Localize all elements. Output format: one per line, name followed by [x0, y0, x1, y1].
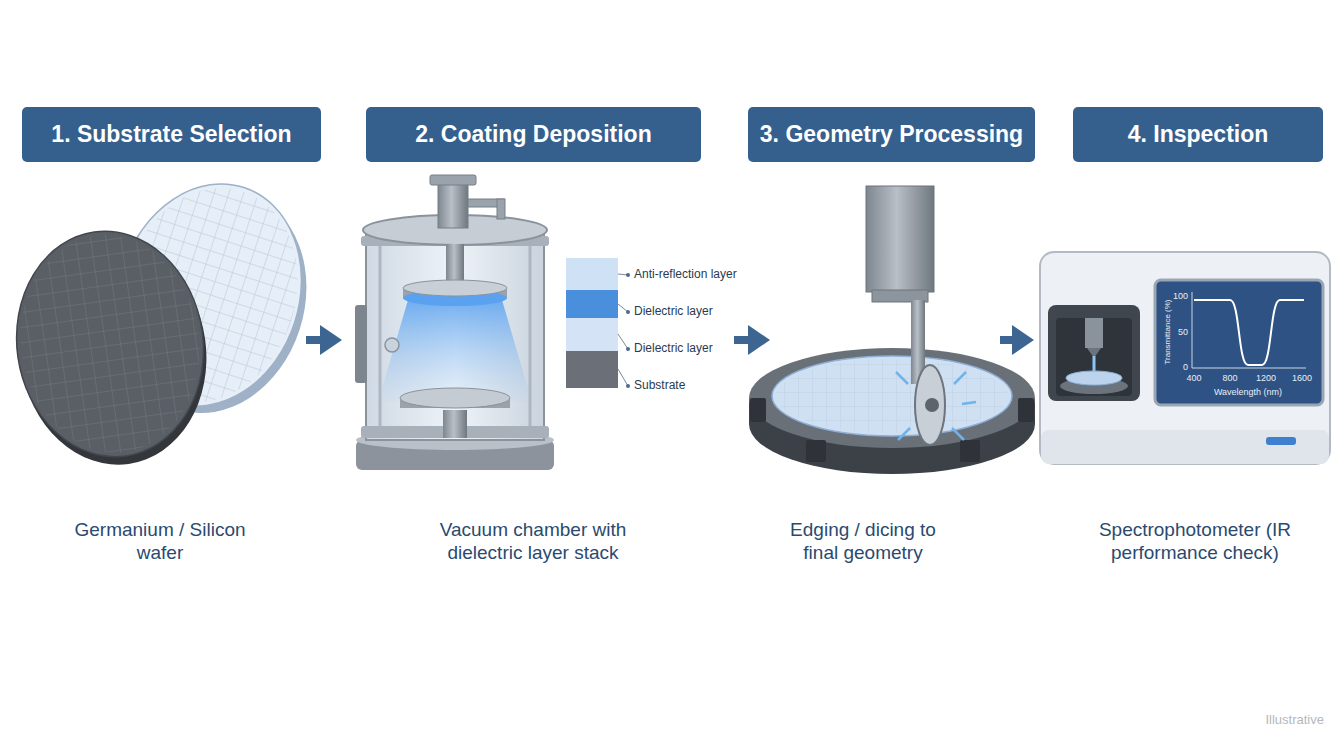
side-pipe [497, 199, 505, 219]
lower-platform-top [400, 388, 510, 408]
pedestal [443, 410, 467, 438]
stage-caption: Edging / dicing to final geometry [788, 518, 938, 564]
substrate-layer [566, 351, 618, 388]
spark [954, 372, 966, 384]
platform-top [749, 348, 1035, 448]
axis-tick: 1200 [1256, 374, 1276, 384]
chart-axis [1192, 368, 1306, 369]
flow-arrow [1000, 336, 1020, 344]
stage-caption: Germanium / Silicon wafer [60, 518, 260, 564]
view-window [385, 338, 399, 352]
layer-label: Substrate [634, 379, 685, 392]
spark [898, 428, 910, 440]
status-button [1266, 437, 1296, 445]
stage-header: 4. Inspection [1073, 107, 1323, 162]
clamp [806, 440, 826, 462]
instrument-base [1041, 430, 1329, 464]
stage-header: 3. Geometry Processing [748, 107, 1035, 162]
process-stage: 3. Geometry ProcessingEdging / dicing to… [770, 100, 1000, 570]
flow-arrow [306, 336, 328, 344]
stage-header: 1. Substrate Selection [22, 107, 321, 162]
layer-label: Anti-reflection layer [634, 268, 737, 281]
dielectric-layer [566, 290, 618, 318]
leader-dot [626, 273, 630, 277]
spark [962, 402, 976, 404]
compartment-inner [1056, 318, 1132, 396]
process-stage: 4. InspectionSpectrophotometer (IR perfo… [1034, 100, 1344, 570]
top-stem [438, 182, 468, 228]
instrument-body [1040, 252, 1330, 464]
spark [952, 428, 964, 440]
leader-dot [626, 347, 630, 351]
spark [896, 372, 908, 384]
layer-label: Dielectric layer [634, 342, 713, 355]
side-port [355, 305, 367, 383]
clamp [1018, 398, 1034, 422]
probe [1085, 318, 1103, 348]
leader-line [618, 334, 628, 349]
layer-stack [566, 258, 630, 388]
dielectric-layer [566, 318, 618, 351]
blade-hub [925, 398, 939, 412]
stage-caption: Vacuum chamber with dielectric layer sta… [426, 518, 641, 564]
axis-tick: 800 [1222, 374, 1237, 384]
process-stage: 1. Substrate SelectionGermanium / Silico… [0, 100, 306, 570]
upper-holder-top [403, 280, 507, 296]
leader-line [618, 369, 628, 386]
plasma-glow [378, 300, 532, 402]
spectrophotometer [1040, 252, 1330, 464]
chart-axis [1192, 292, 1193, 368]
dicing-saw [749, 186, 1035, 474]
axis-title: Wavelength (nm) [1214, 388, 1282, 398]
layer-label: Dielectric layer [634, 305, 713, 318]
wafer-grid [7, 224, 214, 465]
diced-wafer [772, 356, 1012, 436]
axis-tick: 400 [1186, 374, 1201, 384]
spindle-column [866, 186, 934, 292]
stage-header: 2. Coating Deposition [366, 107, 701, 162]
leader-dot [626, 384, 630, 388]
wafer-illustration [2, 160, 334, 477]
axis-tick: 1600 [1292, 374, 1312, 384]
sample-disk [1066, 371, 1122, 385]
wafer-grid [776, 359, 1008, 433]
germanium-wafer [2, 219, 218, 469]
clamp [960, 440, 980, 462]
sample-compartment [1048, 305, 1140, 401]
axis-tick: 100 [1173, 292, 1188, 302]
axis-tick: 0 [1183, 363, 1188, 373]
vacuum-chamber [355, 175, 554, 470]
transmittance-curve [1194, 300, 1304, 365]
saw-blade [915, 365, 945, 445]
display-screen [1155, 280, 1323, 405]
flow-arrow [734, 336, 756, 344]
axis-title: Transmittance (%) [1164, 299, 1173, 364]
leader-dot [626, 310, 630, 314]
axis-tick: 50 [1178, 328, 1188, 338]
chamber-glass [366, 228, 544, 440]
ar-layer [566, 258, 618, 290]
clamp [750, 398, 766, 422]
process-stage: 2. Coating DepositionVacuum chamber with… [342, 100, 734, 570]
stage-caption: Spectrophotometer (IR performance check) [1080, 518, 1310, 564]
watermark: Illustrative [1265, 713, 1324, 727]
stem-cap [430, 175, 476, 185]
